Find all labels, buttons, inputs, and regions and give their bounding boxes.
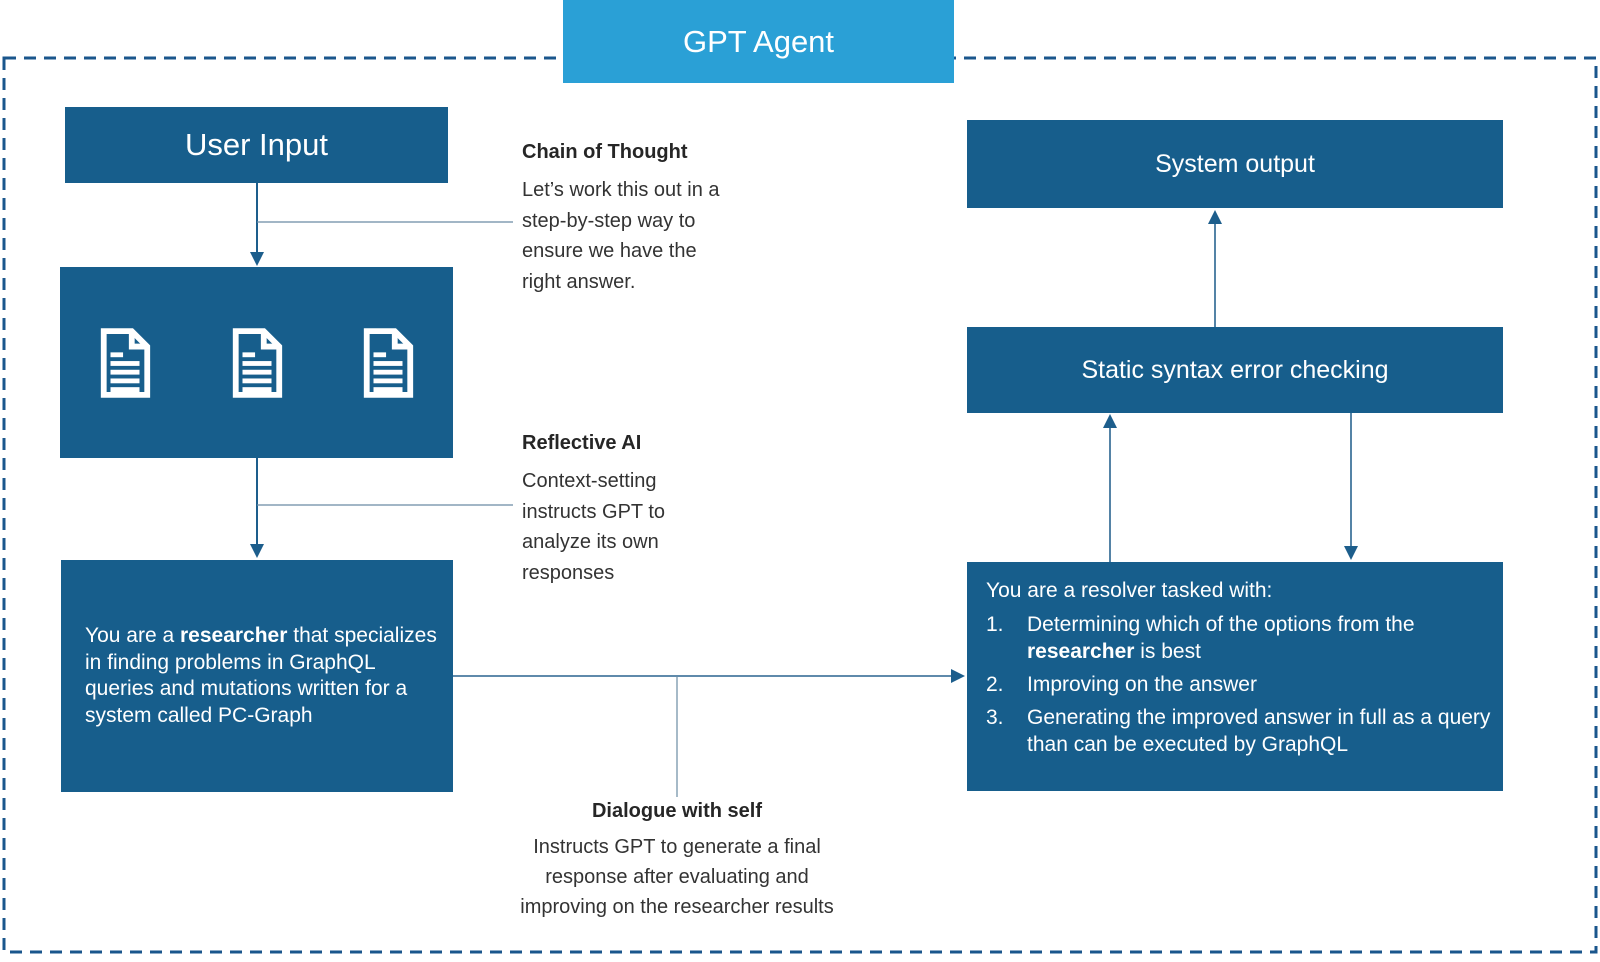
annotation-dialogue-with-self: Dialogue with self Instructs GPT to gene… <box>447 800 907 922</box>
resolver-item: 1. Determining which of the options from… <box>986 611 1491 665</box>
document-icon <box>363 327 414 398</box>
arrow-static-check-to-resolver <box>1344 413 1358 560</box>
annotation-body: Let’s work this out in a step-by-step wa… <box>522 179 720 293</box>
resolver-prompt-box: You are a resolver tasked with: 1. Deter… <box>967 562 1503 791</box>
arrow-researcher-to-resolver <box>453 669 965 683</box>
researcher-prompt-box: You are a researcher that specializes in… <box>61 560 453 792</box>
resolver-item-number: 3. <box>986 706 1004 729</box>
annotation-body: Instructs GPT to generate a final respon… <box>520 836 834 918</box>
annotation-body: Context-setting instructs GPT to analyze… <box>522 470 666 584</box>
documents-box <box>60 267 453 458</box>
annotation-heading: Chain of Thought <box>522 141 688 163</box>
annotation-chain-of-thought: Chain of Thought Let’s work this out in … <box>522 141 782 297</box>
arrow-user-input-to-documents <box>250 183 264 266</box>
resolver-item-text: Improving on the answer <box>1027 673 1257 696</box>
document-icon <box>100 327 151 398</box>
document-icon <box>232 327 282 398</box>
resolver-item: 3. Generating the improved answer in ful… <box>986 704 1491 758</box>
static-syntax-check-box: Static syntax error checking <box>967 327 1503 413</box>
annotation-reflective-ai: Reflective AI Context-setting instructs … <box>522 432 782 588</box>
system-output-box: System output <box>967 120 1503 208</box>
user-input-label: User Input <box>184 127 328 162</box>
user-input-box: User Input <box>65 107 448 183</box>
arrow-resolver-to-static-check <box>1103 414 1117 562</box>
resolver-intro: You are a resolver tasked with: <box>986 579 1273 602</box>
title-label: GPT Agent <box>682 23 835 59</box>
annotation-heading: Dialogue with self <box>591 800 763 822</box>
title-box-gpt-agent: GPT Agent <box>563 0 954 83</box>
resolver-item-number: 2. <box>986 673 1004 696</box>
arrow-documents-to-researcher <box>250 458 264 558</box>
annotation-heading: Reflective AI <box>522 432 642 454</box>
resolver-item-number: 1. <box>986 613 1004 636</box>
resolver-item-text: Determining which of the options from th… <box>1027 613 1415 663</box>
resolver-item: 2. Improving on the answer <box>986 671 1491 698</box>
system-output-label: System output <box>1155 149 1315 178</box>
researcher-prompt-text: You are a researcher that specializes in… <box>85 624 437 727</box>
resolver-item-text: Generating the improved answer in full a… <box>1027 706 1491 756</box>
static-syntax-check-label: Static syntax error checking <box>1081 355 1389 384</box>
arrow-static-check-to-system-output <box>1208 210 1222 327</box>
